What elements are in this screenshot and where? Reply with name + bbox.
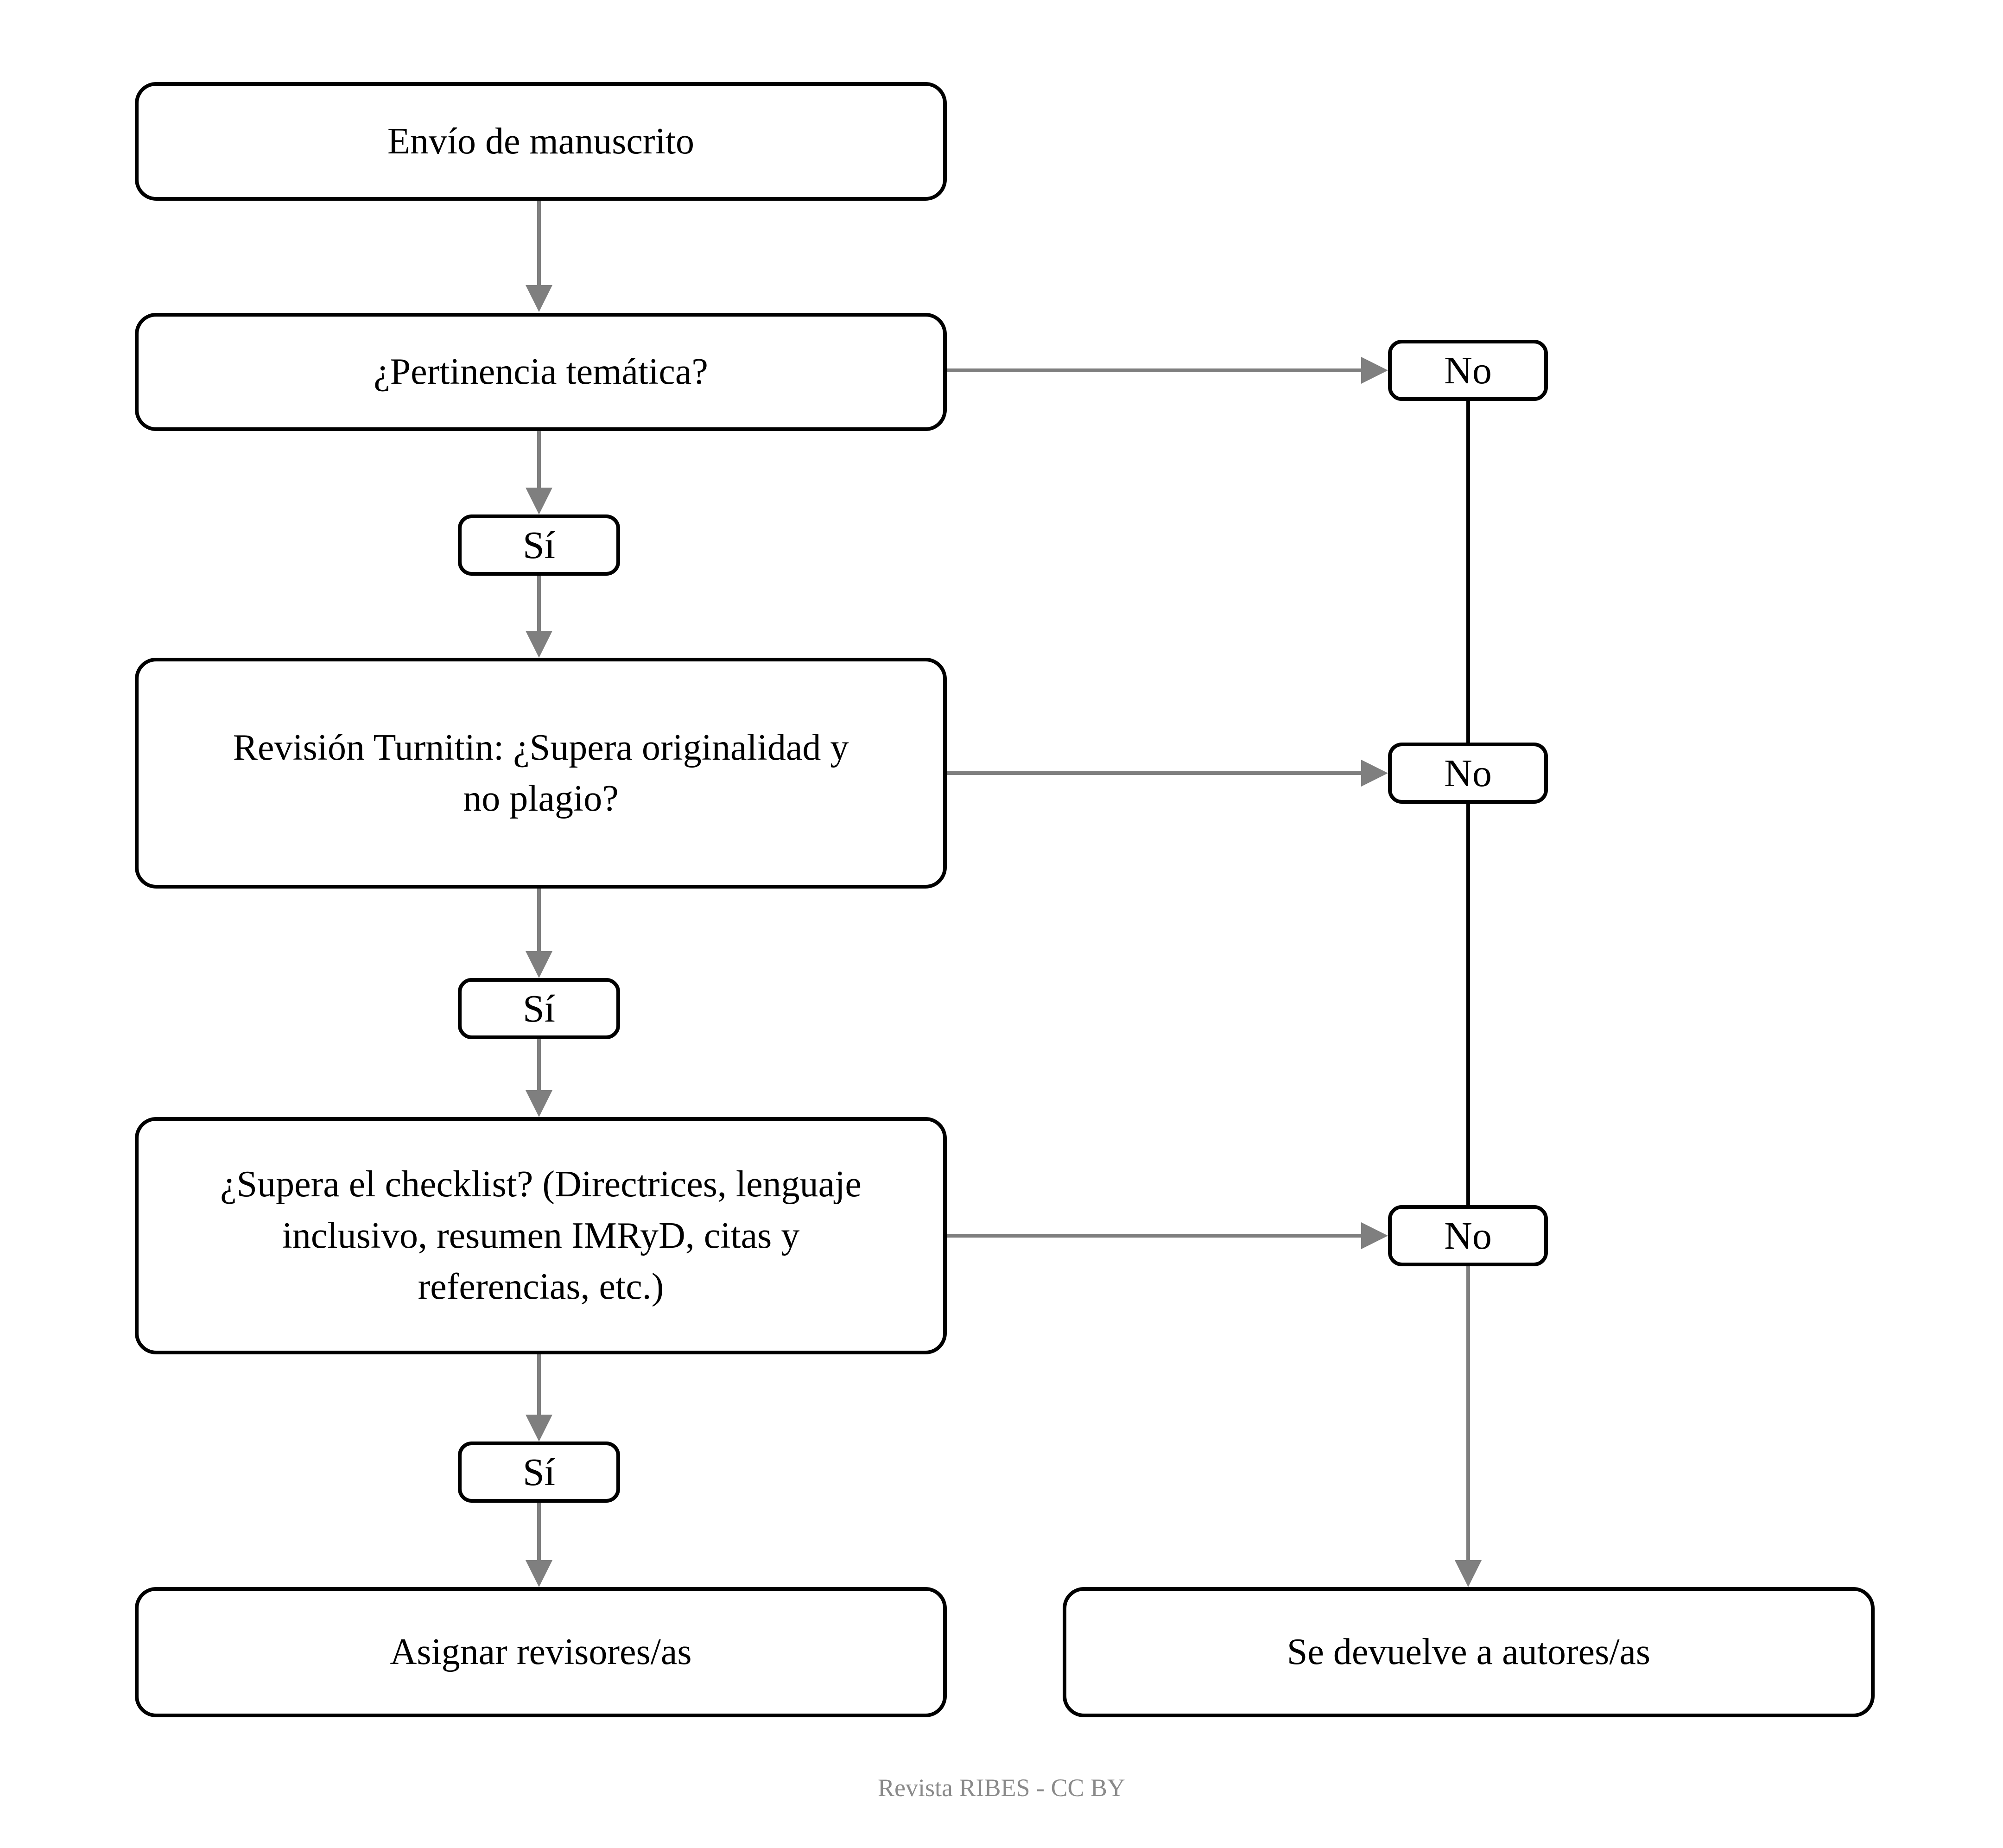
arrowhead-turnitin-si2 [526,951,552,978]
node-revision-turnitin: Revisión Turnitin: ¿Supera originalidad … [135,658,947,889]
node-se-devuelve-autores: Se devuelve a autores/as [1063,1587,1875,1717]
connector-checklist-si3 [537,1354,541,1415]
connector-pertinencia-si1 [537,431,541,488]
node-no-3: No [1388,1205,1548,1266]
node-pertinencia-tematica: ¿Pertinencia temática? [135,313,947,431]
node-si-2: Sí [458,978,620,1039]
arrowhead-si1-turnitin [526,631,552,658]
node-label: Asignar revisores/as [390,1632,692,1673]
node-envio-manuscrito: Envío de manuscrito [135,82,947,201]
node-label: Se devuelve a autores/as [1287,1632,1651,1673]
arrowhead-pertinencia-no1 [1361,357,1388,384]
node-label: Sí [522,987,556,1030]
node-supera-checklist: ¿Supera el checklist? (Directrices, leng… [135,1117,947,1354]
arrowhead-checklist-si3 [526,1415,552,1442]
node-label: Sí [522,523,556,567]
node-asignar-revisores: Asignar revisores/as [135,1587,947,1717]
node-si-1: Sí [458,514,620,576]
connector-si1-turnitin [537,576,541,631]
node-label: Envío de manuscrito [387,121,695,162]
node-si-3: Sí [458,1442,620,1503]
arrowhead-turnitin-no2 [1361,760,1388,787]
connector-pertinencia-no1 [947,368,1361,372]
footer-credit: Revista RIBES - CC BY [877,1774,1126,1802]
node-label: Revisión Turnitin: ¿Supera originalidad … [233,727,849,819]
arrowhead-envio-pertinencia [526,285,552,312]
node-label: No [1444,1214,1492,1257]
connector-turnitin-si2 [537,889,541,951]
connector-no2-no3 [1466,804,1470,1205]
connector-si2-checklist [537,1039,541,1090]
node-no-1: No [1388,340,1548,401]
node-label: No [1444,751,1492,795]
connector-turnitin-no2 [947,771,1361,775]
node-label: ¿Supera el checklist? (Directrices, leng… [220,1164,862,1308]
node-no-2: No [1388,743,1548,804]
arrowhead-pertinencia-si1 [526,488,552,514]
arrowhead-checklist-no3 [1361,1222,1388,1249]
connector-no1-no2 [1466,401,1470,743]
connector-checklist-no3 [947,1234,1361,1238]
arrowhead-si2-checklist [526,1090,552,1117]
connector-envio-pertinencia [537,201,541,285]
arrowhead-si3-asignar [526,1560,552,1587]
node-label: No [1444,349,1492,392]
arrowhead-no3-devuelve [1455,1560,1482,1587]
node-label: Sí [522,1450,556,1494]
node-label: ¿Pertinencia temática? [374,351,708,393]
connector-no3-devuelve [1466,1266,1470,1560]
connector-si3-asignar [537,1503,541,1560]
